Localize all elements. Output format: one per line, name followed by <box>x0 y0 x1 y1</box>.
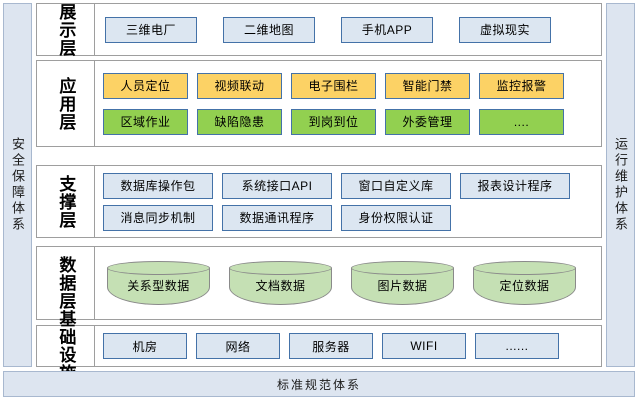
bottom-bar-standards-system: 标准规范体系 <box>3 371 635 397</box>
layer-row-presentation-1: 三维电厂二维地图手机APP 虚拟现实 <box>105 16 601 43</box>
cylinder-body <box>229 268 332 305</box>
node-box[interactable]: 监控报警 <box>479 72 564 99</box>
layer-label-infrastructure: 基础设施 <box>37 310 95 382</box>
node-box[interactable]: 人员定位 <box>103 72 188 99</box>
left-band-security-system: 安全保障体系 <box>3 3 32 367</box>
node-box[interactable]: 手机APP <box>341 16 433 43</box>
layer-row-application-1: 人员定位视频联动电子围栏智能门禁监控报警 <box>103 72 601 99</box>
layer-body-infrastructure: 机房网络服务器 WIFI...... <box>95 326 601 366</box>
cylinder-top-ellipse <box>473 261 576 275</box>
node-box[interactable]: 区域作业 <box>103 108 188 135</box>
layer-body-application: 人员定位视频联动电子围栏智能门禁监控报警区域作业缺陷隐患到岗到位外委管理.... <box>95 61 601 146</box>
layer-body-data: 关系型数据 文档数据 图片数据 定位数据 <box>95 247 601 319</box>
layer-body-support: 数据库操作包系统接口API 窗口自定义库报表设计程序消息同步机制数据通讯程序身份权… <box>95 166 601 237</box>
node-box[interactable]: 外委管理 <box>385 108 470 135</box>
data-cylinder[interactable]: 文档数据 <box>229 261 332 305</box>
node-box[interactable]: 系统接口API <box>222 172 332 199</box>
node-box[interactable]: 数据库操作包 <box>103 172 213 199</box>
data-cylinder[interactable]: 定位数据 <box>473 261 576 305</box>
data-cylinder[interactable]: 图片数据 <box>351 261 454 305</box>
cylinder-top-ellipse <box>107 261 210 275</box>
node-box[interactable]: 到岗到位 <box>291 108 376 135</box>
right-band-operations-system: 运行维护体系 <box>606 3 635 367</box>
node-box[interactable]: 消息同步机制 <box>103 204 213 231</box>
cylinder-label: 关系型数据 <box>127 278 190 293</box>
node-box[interactable]: 服务器 <box>289 333 373 359</box>
left-band-label: 安全保障体系 <box>10 137 25 233</box>
node-box[interactable]: 虚拟现实 <box>459 16 551 43</box>
cylinder-top-ellipse <box>351 261 454 275</box>
layer-label-support: 支撑层 <box>37 166 95 237</box>
cylinder-top-ellipse <box>229 261 332 275</box>
node-box[interactable]: 三维电厂 <box>105 16 197 43</box>
cylinder-label: 图片数据 <box>377 278 428 293</box>
node-box[interactable]: 网络 <box>196 333 280 359</box>
node-box[interactable]: 视频联动 <box>197 72 282 99</box>
layer-body-presentation: 三维电厂二维地图手机APP 虚拟现实 <box>95 4 601 55</box>
layer-panel-data: 数据层 关系型数据 文档数据 图片数据 定位数据 <box>36 246 602 320</box>
node-box[interactable]: 二维地图 <box>223 16 315 43</box>
node-box[interactable]: 机房 <box>103 333 187 359</box>
layer-panel-infrastructure: 基础设施 机房网络服务器 WIFI...... <box>36 310 602 382</box>
layer-label-application: 应用层 <box>37 61 95 146</box>
node-box[interactable]: 电子围栏 <box>291 72 376 99</box>
layer-label-data: 数据层 <box>37 247 95 319</box>
layer-row-support-2: 消息同步机制数据通讯程序身份权限认证 <box>103 204 601 231</box>
layer-panel-support: 支撑层 数据库操作包系统接口API 窗口自定义库报表设计程序消息同步机制数据通讯程序… <box>36 165 602 238</box>
node-box[interactable]: 报表设计程序 <box>460 172 570 199</box>
layer-label-text: 应用层 <box>56 76 76 131</box>
layer-label-text: 支撑层 <box>56 174 76 229</box>
layer-row-application-2: 区域作业缺陷隐患到岗到位外委管理.... <box>103 108 601 135</box>
layer-label-text: 数据层 <box>56 256 76 310</box>
node-box[interactable]: 数据通讯程序 <box>222 204 332 231</box>
data-cylinder[interactable]: 关系型数据 <box>107 261 210 305</box>
node-box[interactable]: .... <box>479 108 564 135</box>
node-box[interactable]: 智能门禁 <box>385 72 470 99</box>
node-box[interactable]: 缺陷隐患 <box>197 108 282 135</box>
right-band-label: 运行维护体系 <box>613 137 628 233</box>
layer-row-support-1: 数据库操作包系统接口API 窗口自定义库报表设计程序 <box>103 172 601 199</box>
cylinder-label: 文档数据 <box>255 278 306 293</box>
cylinder-label: 定位数据 <box>499 278 550 293</box>
node-box[interactable]: 身份权限认证 <box>341 204 451 231</box>
layer-label-text: 基础设施 <box>56 310 76 382</box>
layer-row-infrastructure-1: 机房网络服务器 WIFI...... <box>103 333 601 359</box>
node-box[interactable]: ...... <box>475 333 559 359</box>
bottom-bar-label: 标准规范体系 <box>276 377 361 392</box>
node-box[interactable]: 窗口自定义库 <box>341 172 451 199</box>
layer-panel-presentation: 展示层 三维电厂二维地图手机APP 虚拟现实 <box>36 2 602 57</box>
node-box[interactable]: WIFI <box>382 333 466 359</box>
layer-row-data-1: 关系型数据 文档数据 图片数据 定位数据 <box>107 261 601 305</box>
layer-label-presentation: 展示层 <box>37 2 95 57</box>
layer-panel-application: 应用层人员定位视频联动电子围栏智能门禁监控报警区域作业缺陷隐患到岗到位外委管理.… <box>36 60 602 147</box>
layer-label-text: 展示层 <box>56 2 76 57</box>
